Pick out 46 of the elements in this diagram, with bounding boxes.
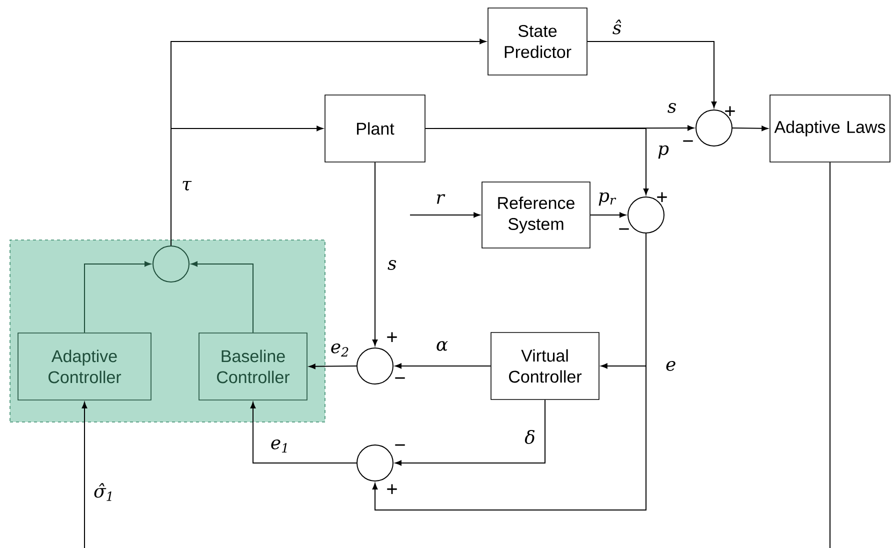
sign-label: − (395, 377, 405, 379)
sign-label: + (387, 484, 397, 494)
block-box: Reference System (482, 182, 590, 248)
sign-label: − (395, 444, 405, 446)
edge-label: α (436, 341, 448, 351)
sum-circle (356, 347, 394, 384)
arrow (590, 212, 626, 218)
arrow (250, 402, 357, 464)
arrow (732, 126, 768, 132)
arrow (82, 402, 88, 548)
sign-label: + (657, 192, 667, 202)
arrow (372, 233, 646, 510)
arrow (586, 41, 717, 108)
arrow (191, 261, 254, 334)
sign-label: − (683, 140, 693, 142)
block-box: Adaptive Laws (770, 94, 890, 162)
edge-label: σ̂$_{1}$ (94, 483, 112, 501)
sum-circle (152, 245, 190, 282)
arrow (395, 363, 492, 369)
edge-label: s (668, 103, 676, 113)
arrow (308, 364, 357, 370)
arrow (424, 128, 649, 195)
block-box: Virtual Controller (490, 332, 600, 400)
block-box: Plant (324, 94, 426, 162)
edge-label: e$_{2}$ (331, 344, 348, 356)
edge-label: p (658, 145, 669, 159)
block-box: Adaptive Controller (18, 332, 152, 400)
edge-label: r (436, 194, 446, 204)
arrow (372, 162, 378, 346)
edge-label: τ (182, 181, 192, 190)
edge-label: e (666, 361, 676, 371)
block-box: Baseline Controller (198, 332, 308, 400)
edge-label: δ (524, 430, 535, 444)
arrow (410, 212, 480, 218)
sign-label: + (725, 106, 735, 116)
arrow (395, 399, 546, 466)
block-box: State Predictor (488, 8, 588, 76)
sign-label: + (387, 332, 397, 342)
edge-label: ŝ (612, 20, 622, 34)
arrow (84, 261, 151, 334)
edge-label: s (388, 260, 396, 270)
sign-label: − (619, 228, 629, 230)
edge-label: e$_{1}$ (271, 439, 287, 452)
arrow (170, 126, 324, 246)
edge-label: p$_{r}$ (598, 192, 616, 206)
sum-circle (356, 444, 394, 482)
